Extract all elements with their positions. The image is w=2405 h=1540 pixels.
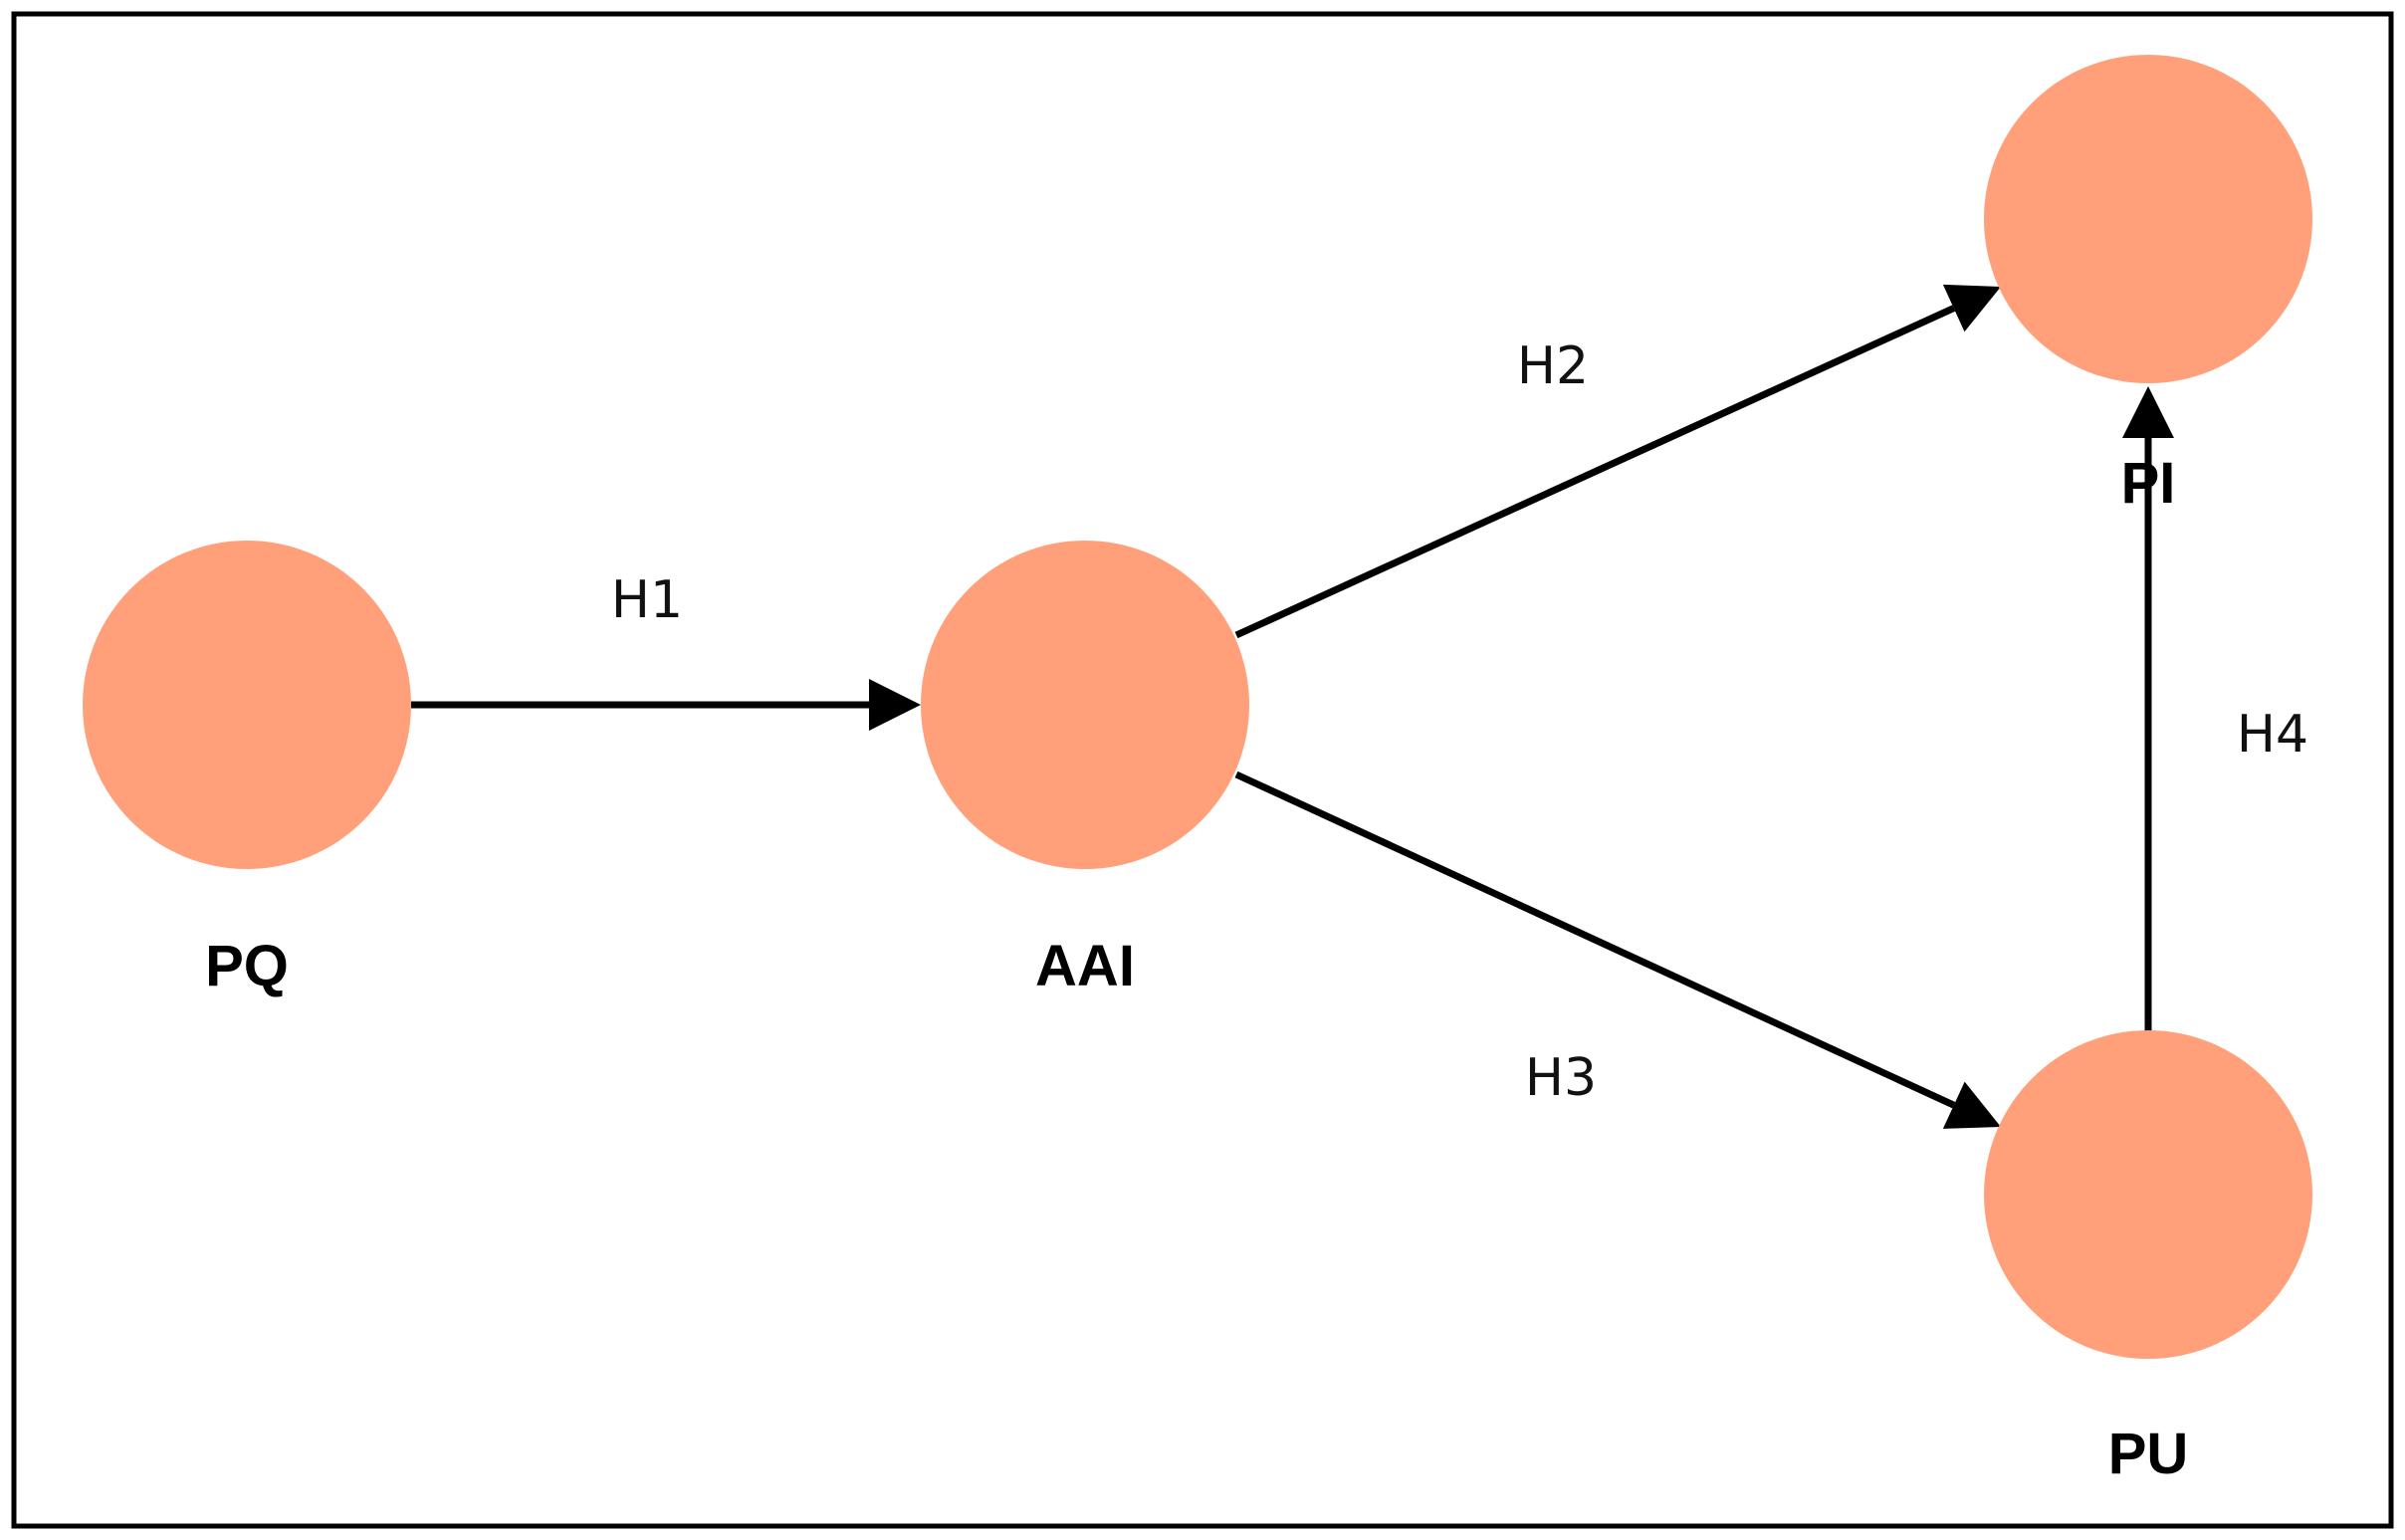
arrowhead-aai-to-pi: [1942, 284, 2001, 332]
edge-arrow-aai-to-pu: [1234, 770, 1956, 1109]
nodes-layer: [83, 55, 2312, 1359]
edges-layer: [411, 284, 2174, 1129]
node-pq: [83, 541, 411, 869]
node-label-pq: PQ: [205, 934, 289, 998]
node-label-pu: PU: [2108, 1422, 2189, 1486]
diagram-frame: [11, 11, 2394, 1529]
node-pi: [1984, 55, 2312, 383]
edge-label-h2: H2: [1517, 336, 1589, 396]
node-aai: [921, 541, 1249, 869]
edge-label-h3: H3: [1525, 1048, 1597, 1108]
node-label-aai: AAI: [1035, 934, 1135, 998]
arrowhead-pq-to-aai: [869, 679, 921, 731]
node-pu: [1984, 1030, 2312, 1359]
edge-arrow-aai-to-pi: [1234, 305, 1956, 639]
arrowhead-pu-to-pi: [2122, 386, 2174, 438]
arrowhead-aai-to-pu: [1942, 1081, 2001, 1129]
node-label-pi: PI: [2121, 451, 2176, 516]
edge-label-h4: H4: [2237, 705, 2308, 765]
edge-label-h1: H1: [611, 570, 683, 630]
